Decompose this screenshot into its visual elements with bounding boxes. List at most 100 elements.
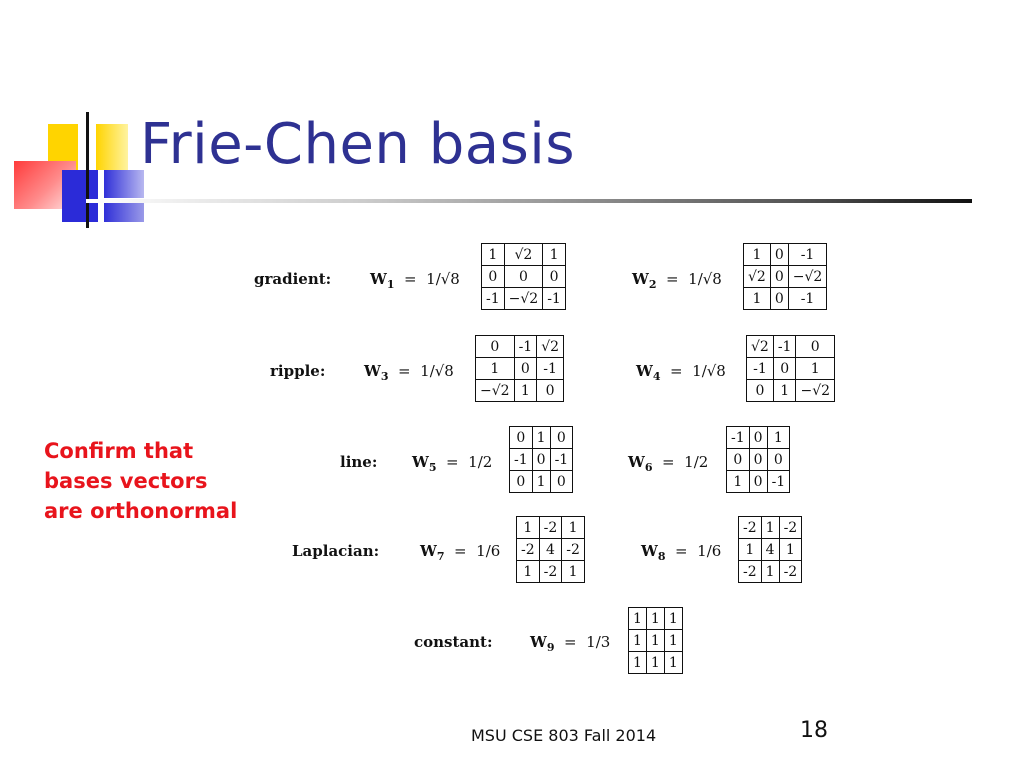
matrix-cell: 1 <box>772 379 797 402</box>
matrix-cell: 0 <box>769 243 789 266</box>
equation-w9: W9 = 1/3 <box>530 633 611 654</box>
matrix-cell: -2 <box>538 560 563 583</box>
matrix-cell: 0 <box>536 379 565 402</box>
matrix-cell: -1 <box>509 448 533 471</box>
matrix-cell: −√2 <box>475 379 515 402</box>
decor-blue-block <box>104 170 144 198</box>
matrix-cell: −√2 <box>787 265 828 288</box>
matrix-cell: 0 <box>509 470 533 493</box>
equation-w6: W6 = 1/2 <box>628 453 709 474</box>
equation-w7: W7 = 1/6 <box>420 542 501 563</box>
matrix-cell: 0 <box>772 357 797 380</box>
decor-yellow-block <box>96 124 128 170</box>
note-text: Confirm that bases vectors are orthonorm… <box>44 436 264 526</box>
matrix-cell: -1 <box>787 243 828 266</box>
note-line: Confirm that <box>44 439 194 463</box>
matrix-cell: 1 <box>743 243 771 266</box>
matrix-cell: -1 <box>772 335 797 358</box>
matrix-cell: 1 <box>516 560 540 583</box>
matrix-row: 0-1√2 <box>475 335 565 358</box>
matrix-cell: 0 <box>748 470 768 493</box>
matrix-cell: 4 <box>538 538 563 561</box>
equation-w5: W5 = 1/2 <box>412 453 493 474</box>
matrix-cell: 1 <box>760 560 780 583</box>
matrix-cell: 1 <box>663 629 683 652</box>
matrix-cell: 1 <box>628 607 647 630</box>
matrix-cell: 1 <box>475 357 515 380</box>
matrix-cell: -1 <box>549 448 574 471</box>
matrix-cell: 0 <box>509 426 533 449</box>
matrix-cell: 1 <box>645 651 665 674</box>
matrix-cell: -1 <box>726 426 750 449</box>
matrix-cell: 1 <box>760 516 780 539</box>
matrix-cell: 0 <box>481 265 505 288</box>
matrix-cell: -2 <box>561 538 585 561</box>
matrix-cell: 1 <box>513 379 538 402</box>
matrix-cell: −√2 <box>503 287 544 310</box>
matrix-cell: -1 <box>536 357 565 380</box>
equation-w8: W8 = 1/6 <box>641 542 722 563</box>
matrix-cell: -2 <box>738 560 762 583</box>
matrix-cell: 1 <box>481 243 505 266</box>
matrix-cell: -1 <box>787 287 828 310</box>
title-underline <box>86 199 972 203</box>
equation-w3: W3 = 1/√8 <box>364 362 454 383</box>
note-line: bases vectors <box>44 469 208 493</box>
matrix-cell: -2 <box>778 516 803 539</box>
matrix-cell: -2 <box>738 516 762 539</box>
matrix-cell: 1 <box>738 538 762 561</box>
matrix-cell: 0 <box>769 287 789 310</box>
matrix-cell: 0 <box>475 335 515 358</box>
decor-vertical-line <box>86 112 89 228</box>
matrix-cell: 0 <box>513 357 538 380</box>
decor-blue-block <box>62 170 98 222</box>
matrix-cell: 0 <box>748 448 768 471</box>
matrix-cell: √2 <box>746 335 774 358</box>
row-label: Laplacian: <box>292 542 380 560</box>
note-line: are orthonormal <box>44 499 238 523</box>
matrix-row: -1−√2-1 <box>481 287 566 310</box>
equation-w1: W1 = 1/√8 <box>370 270 460 291</box>
matrix-cell: √2 <box>503 243 544 266</box>
matrix-cell: √2 <box>536 335 565 358</box>
matrix-cell: 0 <box>746 379 774 402</box>
matrix-cell: 0 <box>748 426 768 449</box>
matrix-cell: 1 <box>531 426 551 449</box>
matrix-cell: √2 <box>743 265 771 288</box>
row-label: ripple: <box>270 362 326 380</box>
matrix-cell: 1 <box>542 243 566 266</box>
row-label: constant: <box>414 633 493 651</box>
matrix-cell: 0 <box>531 448 551 471</box>
matrix-cell: 0 <box>542 265 566 288</box>
matrix-cell: 4 <box>760 538 780 561</box>
matrix-cell: 1 <box>645 607 665 630</box>
row-label: line: <box>340 453 378 471</box>
